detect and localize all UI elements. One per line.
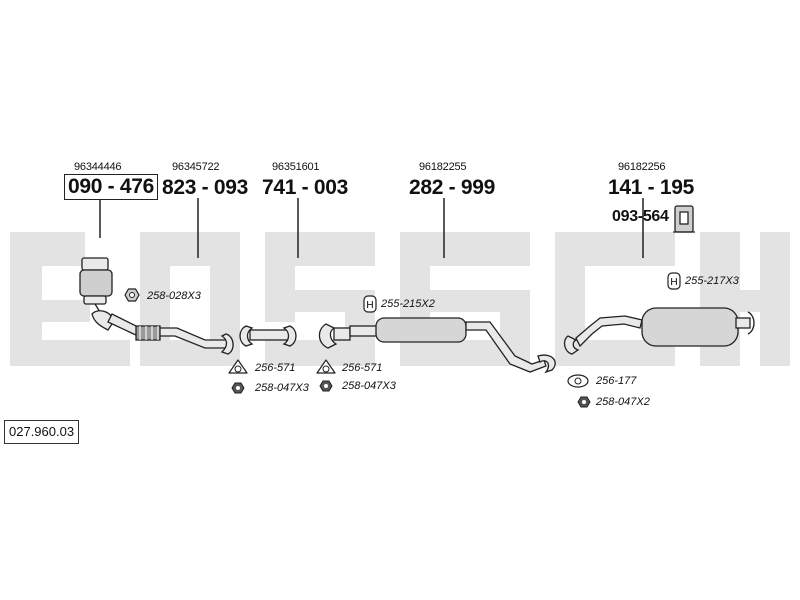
accessory-label: 255-215X2 <box>381 298 435 310</box>
front-pipe-part <box>107 313 234 355</box>
part-number-2: 823 - 093 <box>162 176 249 199</box>
brand-watermark <box>10 232 790 366</box>
gasket-icon <box>228 359 248 374</box>
rubber-hanger-icon: H <box>667 272 681 290</box>
diagram-reference-number: 027.960.03 <box>4 420 80 444</box>
nut-icon <box>124 288 140 302</box>
part-number-5: 141 - 195 <box>608 176 695 199</box>
gasket-icon <box>316 359 336 374</box>
part-number-4: 282 - 999 <box>409 176 496 199</box>
rear-silencer-part <box>563 307 755 355</box>
accessory-label: 258-028X3 <box>147 290 201 302</box>
accessory-label: 258-047X2 <box>596 396 650 408</box>
accessory-label: 256-571 <box>255 362 296 374</box>
catalytic-converter-part <box>79 257 114 331</box>
part-number-3: 741 - 003 <box>262 176 349 199</box>
rubber-hanger-icon: H <box>363 295 377 313</box>
nut-icon <box>577 396 591 408</box>
oem-number-2: 96345722 <box>172 161 220 173</box>
accessory-label: 255-217X3 <box>685 275 739 287</box>
oem-number-4: 96182255 <box>419 161 467 173</box>
svg-text:H: H <box>366 300 373 311</box>
leader-lines <box>99 198 644 258</box>
accessory-label: 258-047X3 <box>342 380 396 392</box>
accessory-label: 256-571 <box>342 362 383 374</box>
center-silencer-part <box>349 317 556 374</box>
oem-number-5: 96182256 <box>618 161 666 173</box>
accessory-label: 256-177 <box>596 375 637 387</box>
mounting-bracket-icon <box>673 205 695 233</box>
oem-number-1: 96344446 <box>74 161 122 173</box>
intermediate-pipe-part <box>239 325 297 347</box>
gasket-icon <box>567 374 589 388</box>
mount-part-number: 093-564 <box>612 208 669 225</box>
nut-icon <box>231 382 245 394</box>
part-number-1: 090 - 476 <box>64 174 159 200</box>
oem-number-3: 96351601 <box>272 161 320 173</box>
nut-icon <box>319 380 333 392</box>
connecting-pipe-part <box>318 323 351 349</box>
accessory-label: 258-047X3 <box>255 382 309 394</box>
svg-text:H: H <box>670 277 677 288</box>
